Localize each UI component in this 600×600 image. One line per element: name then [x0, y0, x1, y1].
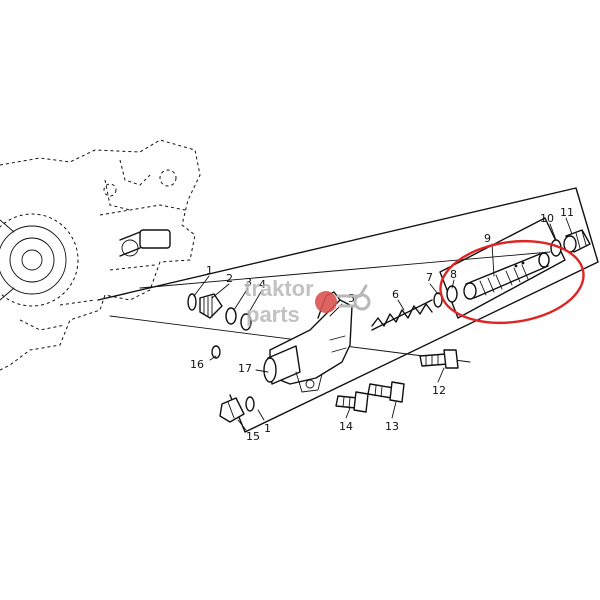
callout-10: 10 [540, 212, 554, 225]
callout-16: 16 [190, 358, 204, 371]
callout-5: 5 [348, 292, 355, 305]
part-6-spring [371, 299, 433, 331]
watermark-line1: traktor [244, 276, 314, 301]
sub-frame [439, 217, 566, 319]
part-15-plug [219, 396, 255, 423]
part-9-valve-spool [463, 252, 550, 300]
part-17-valve-housing [263, 291, 353, 393]
part-12-bolt [419, 349, 459, 369]
exploded-view-frame [97, 187, 599, 433]
callout-15: 15 [246, 430, 260, 443]
callout-17: 17 [238, 362, 252, 375]
part-8-washer [446, 285, 458, 303]
part-2-plug [199, 293, 223, 319]
callout-12: 12 [432, 384, 446, 397]
callout-11: 11 [560, 206, 574, 219]
callout-14: 14 [339, 420, 353, 433]
part-13-bolt [367, 381, 405, 403]
highlight-circle [439, 239, 585, 325]
part-11-end-plug [563, 229, 591, 253]
callout-4: 4 [259, 278, 266, 291]
traktor-parts-watermark: traktor parts [244, 276, 371, 327]
part-3-washer [225, 307, 237, 325]
watermark-line2: parts [246, 302, 300, 327]
callout-1: 1 [206, 264, 213, 277]
part-1-washer [187, 293, 197, 311]
callout-1-lower: 1 [264, 422, 271, 435]
callout-6: 6 [392, 288, 399, 301]
part-4-washer [240, 313, 252, 331]
callout-7: 7 [426, 271, 433, 284]
callout-9: 9 [484, 232, 491, 245]
engine-housing [0, 139, 201, 371]
callout-2: 2 [226, 272, 233, 285]
leader-lines [193, 217, 573, 431]
callout-3: 3 [245, 276, 252, 289]
callout-labels: 1 2 3 4 5 6 7 8 9 10 11 12 13 14 15 16 1… [190, 206, 574, 443]
callout-8: 8 [450, 268, 457, 281]
part-16-ring [211, 345, 221, 359]
tractor-logo-icon [315, 284, 371, 313]
part-14-bolt [335, 391, 369, 413]
callout-13: 13 [385, 420, 399, 433]
assembly-axis-lines [109, 251, 551, 363]
